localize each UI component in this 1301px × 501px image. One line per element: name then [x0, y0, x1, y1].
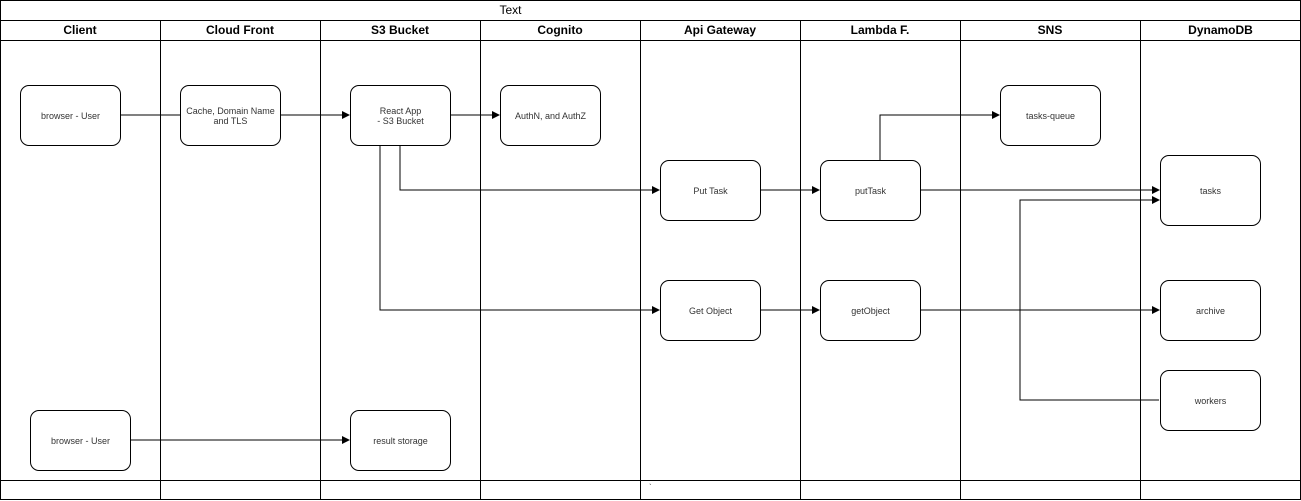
edge-react-app-to-put-task	[399, 145, 660, 194]
lane-header-cognito: Cognito	[537, 23, 583, 37]
node-get-object-fn[interactable]: getObject	[820, 280, 921, 341]
lane-header-s3: S3 Bucket	[370, 23, 430, 37]
node-archive-table[interactable]: archive	[1160, 280, 1261, 341]
diagram-title: Text	[499, 3, 522, 17]
node-workers-table[interactable]: workers	[1160, 370, 1261, 431]
connectors	[120, 111, 1160, 444]
footer-mark: `	[649, 483, 652, 492]
node-get-object[interactable]: Get Object	[660, 280, 761, 341]
lane-header-lambda: Lambda F.	[850, 23, 910, 37]
node-tasks-table[interactable]: tasks	[1160, 155, 1261, 226]
lane-header-dynamodb: DynamoDB	[1188, 23, 1253, 37]
edge-put-task-fn-to-queue	[879, 111, 1000, 160]
node-tasks-queue[interactable]: tasks-queue	[1000, 85, 1101, 146]
edge-react-app-to-get-object	[379, 145, 660, 314]
lane-header-cloudfront: Cloud Front	[206, 23, 274, 37]
node-auth[interactable]: AuthN, and AuthZ	[500, 85, 601, 146]
node-result-storage[interactable]: result storage	[350, 410, 451, 471]
node-cdn-cache[interactable]: Cache, Domain Name and TLS	[180, 85, 281, 146]
lane-header-sns: SNS	[1037, 23, 1063, 37]
node-react-app[interactable]: React App - S3 Bucket	[350, 85, 451, 146]
edge-workers-to-tasks	[1019, 196, 1160, 401]
node-browser-user-2[interactable]: browser - User	[30, 410, 131, 471]
lane-separators	[160, 20, 1141, 500]
node-put-task-fn[interactable]: putTask	[820, 160, 921, 221]
lane-header-client: Client	[63, 23, 97, 37]
node-browser-user[interactable]: browser - User	[20, 85, 121, 146]
lane-header-apigw: Api Gateway	[683, 23, 757, 37]
node-put-task[interactable]: Put Task	[660, 160, 761, 221]
